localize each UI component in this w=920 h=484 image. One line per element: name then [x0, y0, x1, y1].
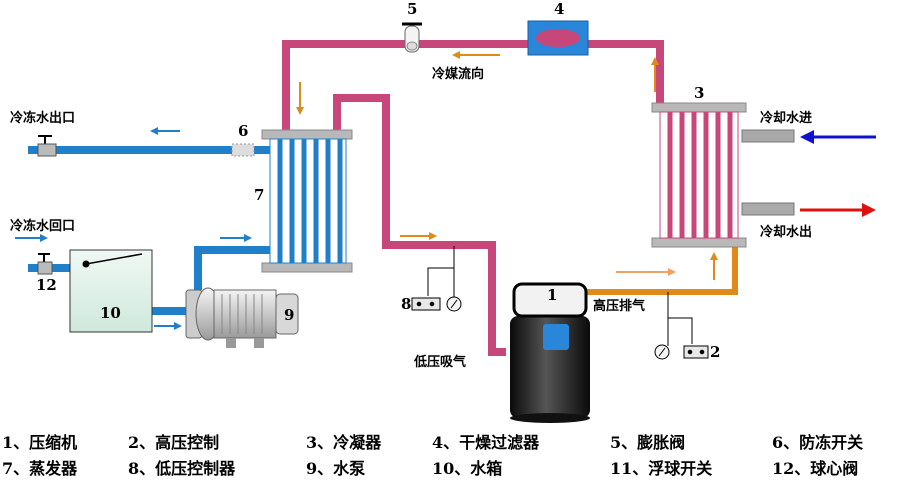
- flow-arrows: [15, 51, 876, 330]
- legend-item-9: 9、水泵: [306, 459, 365, 478]
- num-expansion-valve: 5: [407, 0, 417, 18]
- legend-item-10: 10、水箱: [432, 459, 502, 478]
- hot-gas-pipe: [586, 246, 738, 295]
- legend-item-6: 6、防冻开关: [772, 433, 863, 452]
- num-dry-filter: 4: [554, 0, 564, 18]
- label-cooling-water-in: 冷却水进: [760, 110, 812, 126]
- num-ball-valve: 12: [36, 276, 57, 294]
- label-cooling-water-out: 冷却水出: [760, 224, 812, 240]
- compressor: [510, 282, 590, 423]
- num-evaporator: 7: [254, 186, 264, 204]
- legend-item-5: 5、膨胀阀: [610, 433, 685, 452]
- num-compressor: 1: [547, 286, 557, 304]
- high-pressure-control: [654, 292, 709, 360]
- legend-item-3: 3、冷凝器: [306, 433, 382, 452]
- label-high-pressure-discharge: 高压排气: [593, 298, 645, 314]
- legend-item-2: 2、高压控制: [128, 433, 219, 452]
- water-pump: [185, 287, 299, 348]
- label-low-pressure-suction: 低压吸气: [413, 354, 466, 370]
- legend-item-4: 4、干燥过滤器: [432, 433, 540, 452]
- condenser: [651, 102, 795, 248]
- dry-filter: [527, 20, 589, 56]
- label-chilled-water-out: 冷冻水出口: [10, 110, 75, 126]
- num-antifreeze-switch: 6: [238, 122, 248, 140]
- num-water-pump: 9: [284, 306, 294, 324]
- water-tank: [69, 249, 153, 333]
- legend-item-1: 1、压缩机: [2, 433, 77, 452]
- num-condenser: 3: [694, 84, 704, 102]
- refrigerant-pipes: [282, 40, 664, 356]
- num-high-pressure-control: 2: [710, 343, 720, 361]
- legend-item-11: 11、浮球开关: [610, 459, 712, 478]
- low-pressure-control: [411, 246, 462, 312]
- expansion-valve: [402, 22, 422, 53]
- legend-item-12: 12、球心阀: [772, 459, 858, 478]
- label-refrigerant-flow: 冷媒流向: [432, 66, 484, 82]
- ball-valve: [37, 253, 53, 275]
- num-low-pressure-control: 8: [401, 295, 411, 313]
- outlet-valve: [37, 135, 57, 157]
- legend-item-7: 7、蒸发器: [2, 459, 78, 478]
- antifreeze-switch: [231, 143, 255, 157]
- num-water-tank: 10: [100, 304, 121, 322]
- legend-item-8: 8、低压控制器: [128, 459, 236, 478]
- evaporator: [261, 129, 353, 273]
- label-chilled-water-return: 冷冻水回口: [10, 218, 75, 234]
- legend: 1、压缩机 2、高压控制 3、冷凝器 4、干燥过滤器 5、膨胀阀 6、防冻开关 …: [2, 433, 863, 478]
